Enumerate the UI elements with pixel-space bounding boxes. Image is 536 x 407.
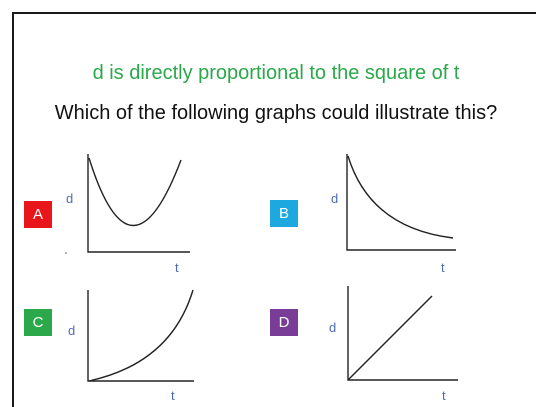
graph-b-x-label: t <box>441 260 445 275</box>
graph-a-x-label: t <box>175 260 179 275</box>
graph-a-dot <box>65 252 67 254</box>
graph-c <box>87 289 194 382</box>
graph-d-x-label: t <box>442 388 446 403</box>
statement-text: d is directly proportional to the square… <box>92 62 460 84</box>
graph-b-axes <box>346 154 456 251</box>
slide: d is directly proportional to the square… <box>12 12 536 407</box>
graph-d-y-label: d <box>329 320 337 335</box>
option-b-badge[interactable]: B <box>270 200 298 227</box>
graph-b <box>346 154 456 251</box>
graph-a-axes <box>87 154 190 253</box>
graph-d <box>347 286 458 381</box>
option-c-badge[interactable]: C <box>24 309 52 336</box>
graph-b-y-label: d <box>331 191 339 206</box>
graph-c-x-label: t <box>171 388 175 403</box>
graph-b-curve <box>347 155 454 239</box>
question-text: Which of the following graphs could illu… <box>54 102 498 124</box>
graph-a-y-label: d <box>66 191 74 206</box>
graph-c-axes <box>87 290 194 382</box>
graph-a-curve <box>88 157 182 226</box>
graph-c-y-label: d <box>68 323 76 338</box>
option-a-badge[interactable]: A <box>24 201 52 228</box>
graph-d-axes <box>347 286 458 381</box>
graph-a <box>65 154 190 254</box>
graph-d-line <box>347 295 433 381</box>
option-d-badge[interactable]: D <box>270 309 298 336</box>
graph-c-curve <box>88 289 194 382</box>
